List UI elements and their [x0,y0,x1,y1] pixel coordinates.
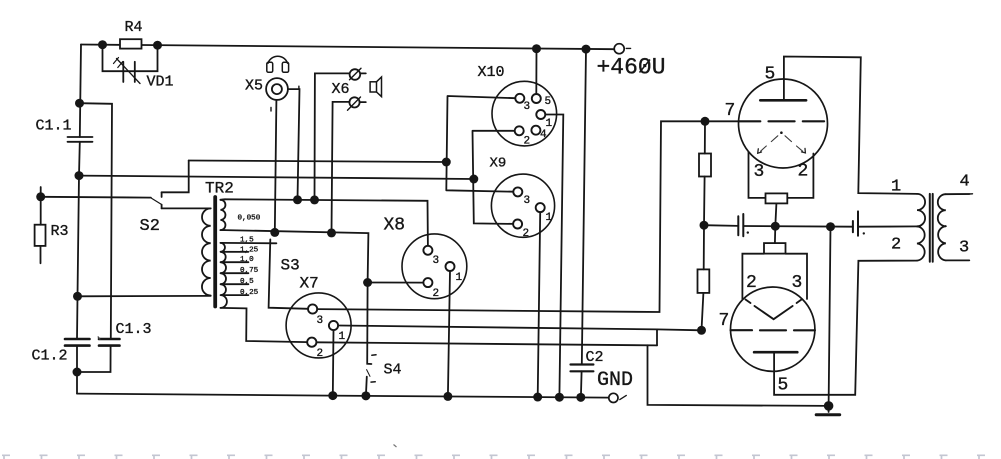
svg-text:X7: X7 [300,275,319,293]
svg-text:+460U: +460U [597,55,666,81]
svg-text:0,050: 0,050 [238,215,261,223]
svg-text:X5: X5 [245,78,263,95]
svg-text:3: 3 [792,273,803,293]
svg-text:2: 2 [317,348,324,360]
svg-text:5: 5 [545,96,552,108]
svg-text:3: 3 [959,239,969,258]
svg-text:0,75: 0,75 [240,267,259,275]
svg-text:S2: S2 [140,217,160,236]
svg-text:X8: X8 [384,216,406,236]
svg-text:3: 3 [433,255,440,267]
svg-text:X9: X9 [490,156,507,172]
svg-text:5: 5 [778,376,789,396]
svg-text:0,5: 0,5 [240,278,254,286]
svg-text:1,5: 1,5 [240,236,254,244]
svg-text:C1.2: C1.2 [32,348,68,365]
svg-text:R3: R3 [51,223,69,240]
svg-text:4: 4 [960,173,970,192]
svg-text:1,0: 1,0 [240,256,254,264]
svg-text:C2: C2 [586,349,604,366]
svg-text:TR2: TR2 [205,180,234,198]
svg-text:0,25: 0,25 [240,289,259,297]
svg-text:R4: R4 [125,19,143,36]
svg-text:2: 2 [524,136,531,148]
svg-text:S4: S4 [384,362,402,379]
svg-text:C1.1: C1.1 [36,118,72,135]
svg-text:C1.3: C1.3 [116,321,152,338]
svg-text:1: 1 [546,118,553,130]
svg-text:VD1: VD1 [147,74,174,91]
svg-text:1: 1 [456,272,463,284]
svg-text:3: 3 [754,162,765,182]
svg-text:S3: S3 [281,257,300,275]
svg-text:3: 3 [317,315,324,327]
svg-text:7: 7 [725,101,736,121]
svg-text:X6: X6 [332,81,350,98]
svg-text:3: 3 [524,195,531,207]
svg-text:3: 3 [524,101,531,113]
svg-text:2: 2 [746,273,757,293]
svg-text:2: 2 [523,228,530,240]
svg-text:GND: GND [597,369,633,392]
svg-text:5: 5 [765,65,776,85]
svg-text:X10: X10 [478,64,505,81]
svg-text:4: 4 [540,129,547,141]
svg-text:1: 1 [891,178,901,197]
svg-text:2: 2 [798,162,809,182]
svg-text:1: 1 [339,331,346,343]
svg-text:1,25: 1,25 [240,247,259,255]
svg-text:7: 7 [719,311,730,331]
svg-text:2: 2 [433,288,440,300]
svg-text:2: 2 [891,236,901,255]
svg-text:1: 1 [546,212,553,224]
